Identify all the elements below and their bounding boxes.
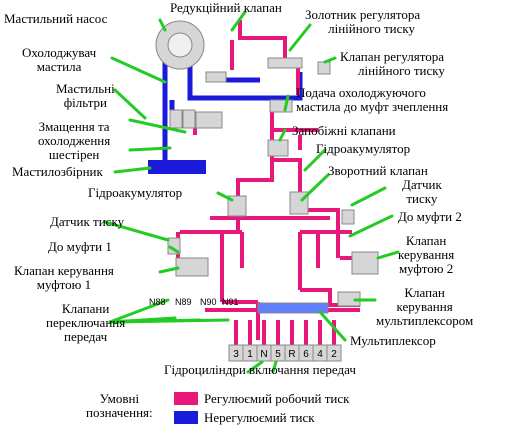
shift-valve-n90-label: N90 xyxy=(200,297,217,307)
regulated-pressure-lines xyxy=(176,20,360,345)
sump-reservoir xyxy=(148,160,206,174)
shift-cylinders-label: Гідроциліндри включання передач xyxy=(164,362,356,377)
annotation-leaders xyxy=(103,10,400,374)
oil-cooler-label: Охолоджувач мастила xyxy=(22,45,97,74)
cooled-oil-feed-body xyxy=(269,99,293,113)
reduction-valve-label: Редукційний клапан xyxy=(170,0,282,15)
to-clutch-2-label: До муфти 2 xyxy=(398,209,462,224)
shift-valve-n88-label: N88 xyxy=(149,297,166,307)
pressure-sensor-right-body xyxy=(341,209,355,225)
gear-label: 2 xyxy=(331,349,337,360)
oil-filter-right xyxy=(182,109,196,129)
legend-unregulated-label: Нерегулюємий тиск xyxy=(204,410,315,425)
line-pressure-valve-body xyxy=(317,61,331,75)
reduction-valve-body xyxy=(205,71,227,83)
to-clutch-1-label: До муфти 1 xyxy=(48,239,112,254)
clutch2-valve-body xyxy=(351,251,379,275)
accumulator-mid-label: Гідроакумулятор xyxy=(88,185,183,200)
line-pressure-spool-body xyxy=(267,57,303,69)
safety-valves-label: Запобіжні клапани xyxy=(292,123,396,138)
gear-label: 1 xyxy=(247,349,253,360)
pressure-sensor-left-label: Датчик тиску xyxy=(50,214,125,229)
gear-label: R xyxy=(288,349,295,360)
oil-pump-label: Мастильний насос xyxy=(4,11,108,26)
sump-label: Мастилозбірник xyxy=(12,164,103,179)
multiplexer-label: Мультиплексор xyxy=(350,333,436,348)
clutch2-valve-label: Клапан керування муфтою 2 xyxy=(398,233,455,276)
legend-regulated-swatch xyxy=(174,392,198,405)
oil-cooler-body xyxy=(195,111,223,129)
clutch1-valve-body xyxy=(175,257,209,277)
legend-unregulated-swatch xyxy=(174,411,198,424)
gear-lubrication-label: Змащення та охолодження шестірен xyxy=(38,119,111,162)
gear-label: N xyxy=(260,349,267,360)
clutch1-valve-label: Клапан керування муфтою 1 xyxy=(14,263,114,292)
mux-valve-label: Клапан керування мультиплексором xyxy=(376,285,474,328)
line-pressure-spool-label: Золотник регулятора лінійного тиску xyxy=(305,7,421,36)
multiplexer-body xyxy=(257,302,329,314)
gear-label: 4 xyxy=(317,349,323,360)
cooled-oil-feed-label: Подача охолоджуючого мастила до муфт зче… xyxy=(296,85,449,114)
shift-cylinders xyxy=(228,344,342,362)
legend-title: Умовні позначення: xyxy=(86,391,153,420)
oil-filters-label: Мастильні фільтри xyxy=(56,81,115,110)
safety-valve-body xyxy=(267,139,289,157)
gear-label: 6 xyxy=(303,349,309,360)
shift-valve-n91-label: N91 xyxy=(222,297,239,307)
check-valve-label: Зворотний клапан xyxy=(328,163,428,178)
gear-label: 5 xyxy=(275,349,281,360)
gear-labels: 3 1 N 5 R 6 4 2 xyxy=(233,349,337,360)
shift-valve-n89-label: N89 xyxy=(175,297,192,307)
pressure-sensor-right-label: Датчик тиску xyxy=(402,177,442,206)
accumulator-top-label: Гідроакумулятор xyxy=(316,141,411,156)
gear-label: 3 xyxy=(233,349,239,360)
legend-regulated-label: Регулюємий робочий тиск xyxy=(204,391,350,406)
oil-filter-left xyxy=(169,109,183,129)
line-pressure-valve-label: Клапан регулятора лінійного тиску xyxy=(340,49,445,78)
shift-valves-label: Клапани переключання передач xyxy=(46,301,126,344)
